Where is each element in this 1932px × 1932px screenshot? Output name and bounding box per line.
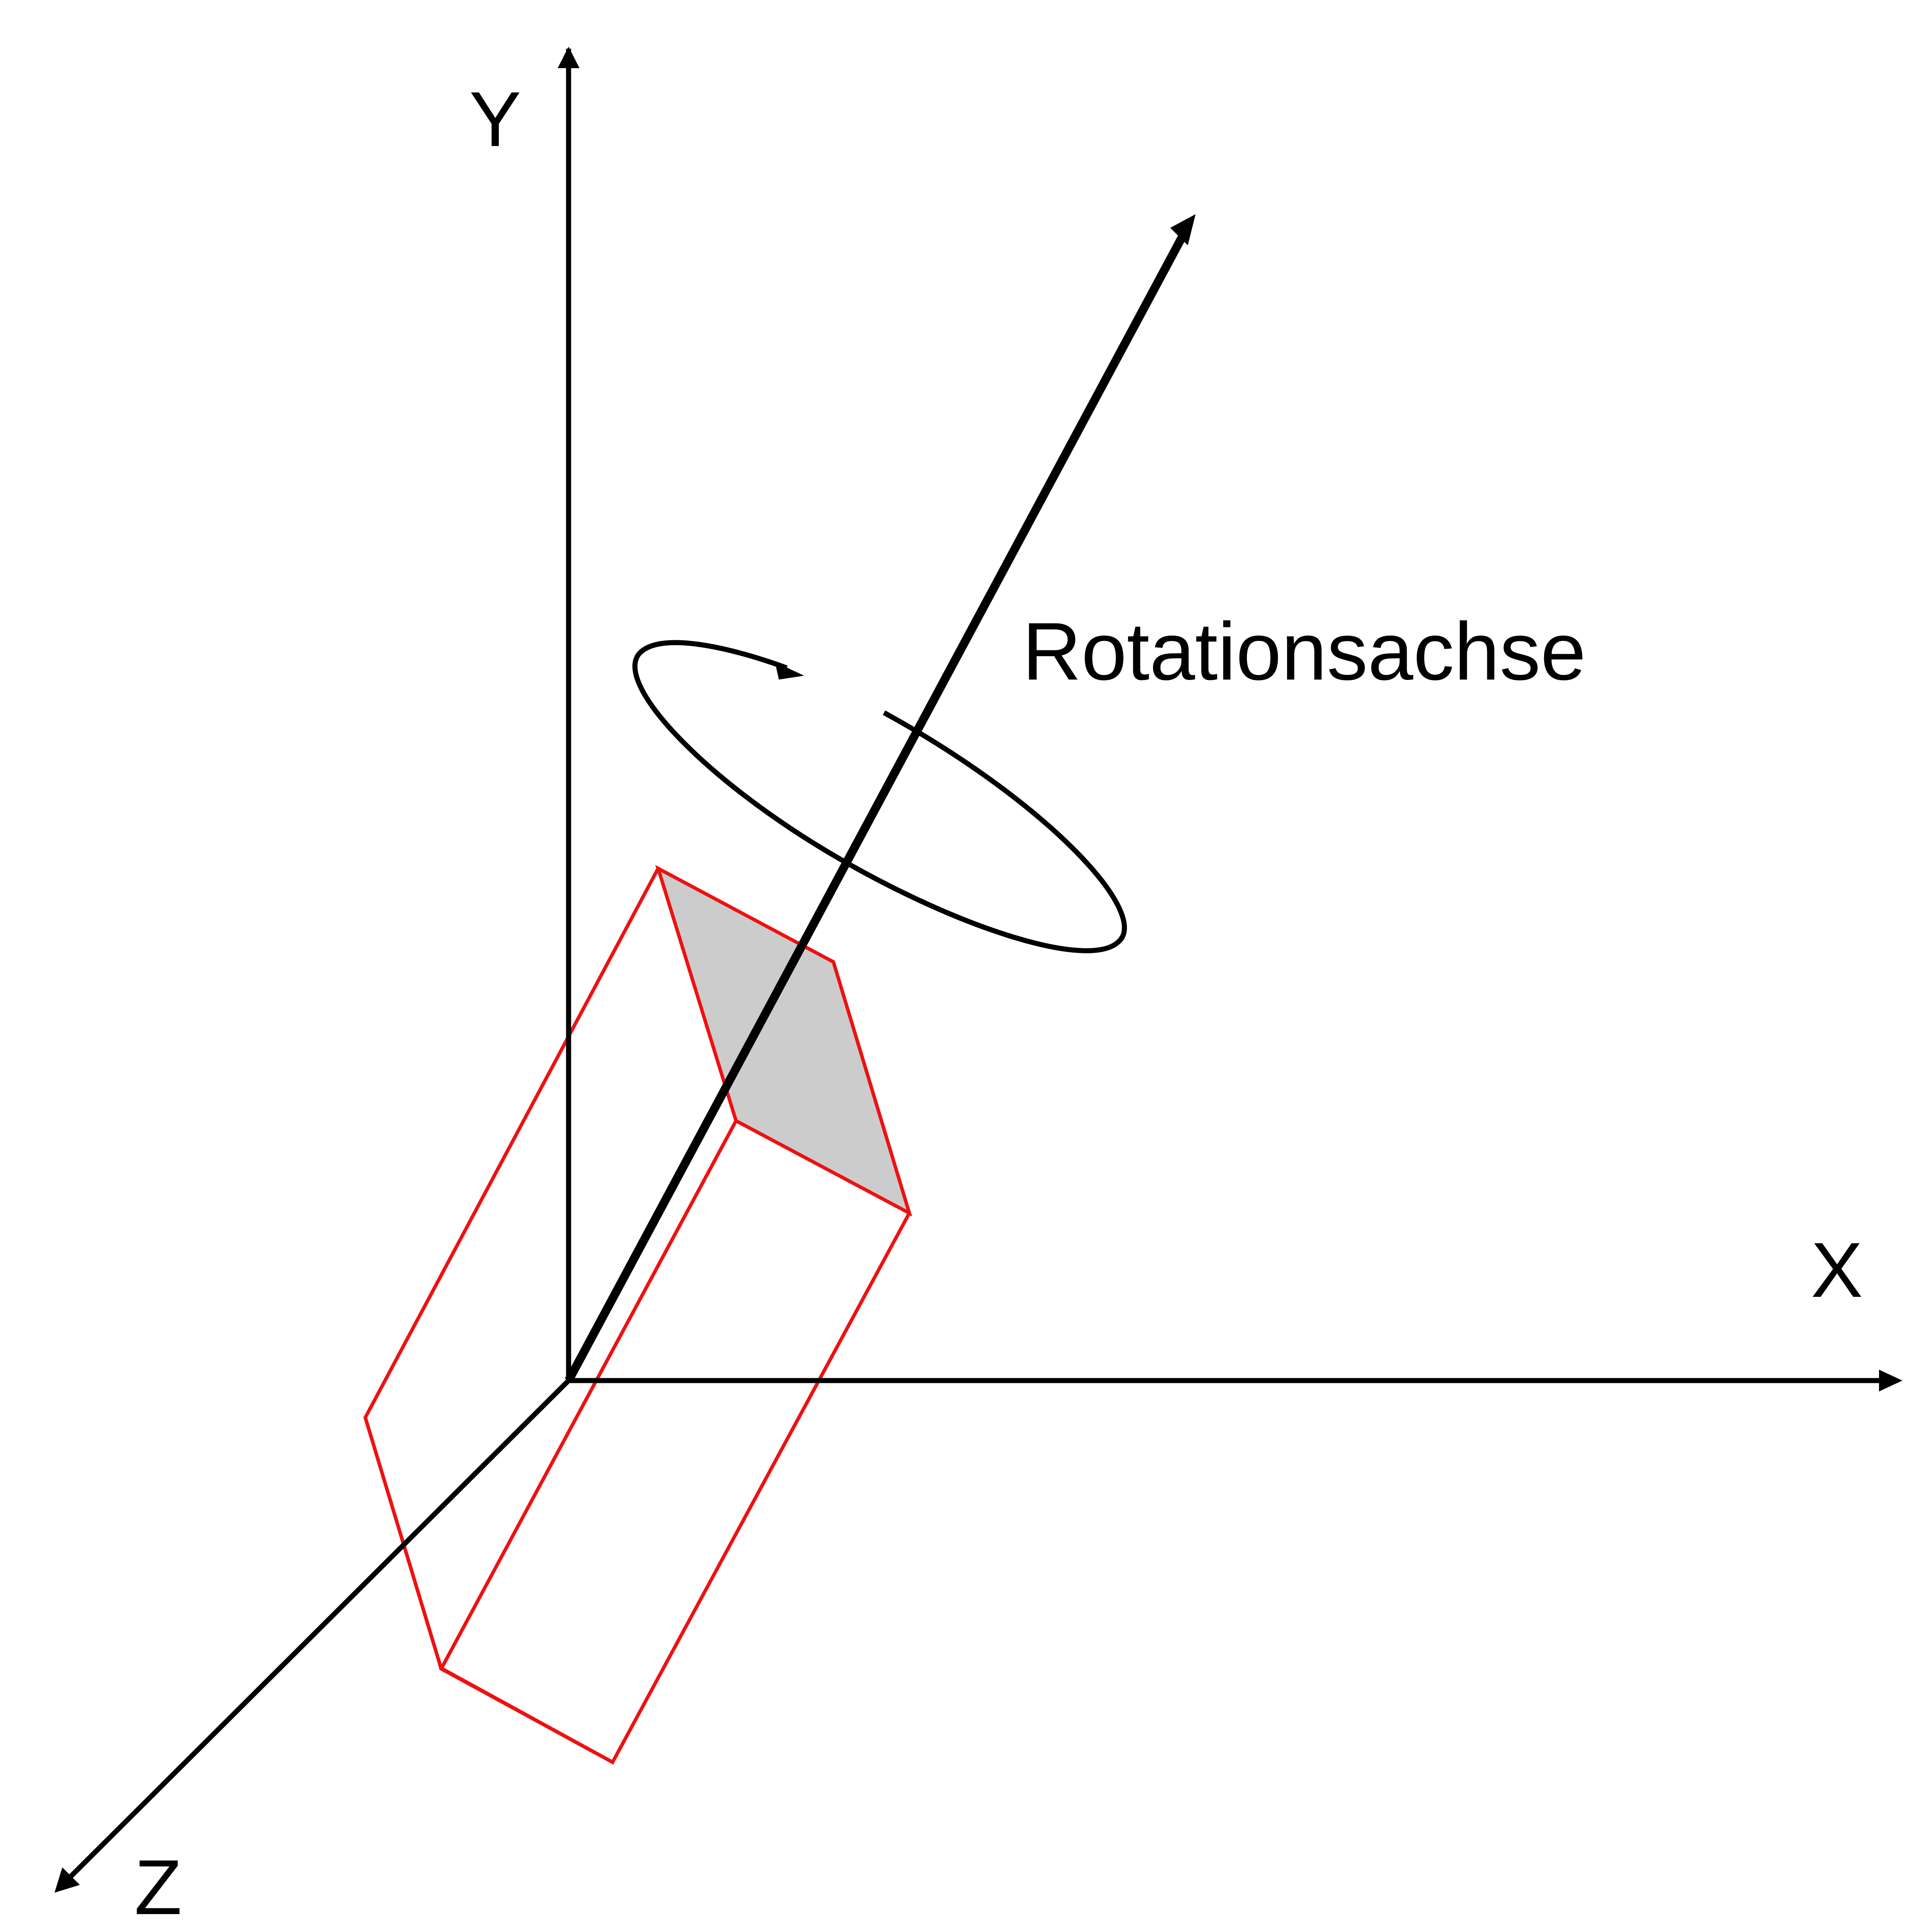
rotation-ellipse: [632, 640, 1127, 953]
shaded-box-face: [658, 868, 909, 1213]
rotation-axis-label: Rotationsachse: [1022, 606, 1586, 697]
z-axis: [66, 1379, 571, 1881]
x-axis-arrowhead: [1879, 1370, 1902, 1391]
axes: [55, 47, 1902, 1893]
y-axis-label: Y: [469, 76, 521, 163]
red-box-wireframe: [363, 865, 912, 1765]
rotation-arrowhead: [775, 662, 804, 680]
x-axis-label: X: [1811, 1227, 1863, 1314]
z-axis-arrowhead: [55, 1867, 80, 1893]
box-edge-inner: [440, 1120, 738, 1670]
z-axis-label: Z: [134, 1844, 182, 1931]
box-front-face: [363, 1417, 614, 1764]
rotation-axis-line: [565, 231, 1188, 1383]
rotation-axis-arrowhead: [1170, 214, 1196, 245]
y-axis-arrowhead: [558, 47, 579, 68]
